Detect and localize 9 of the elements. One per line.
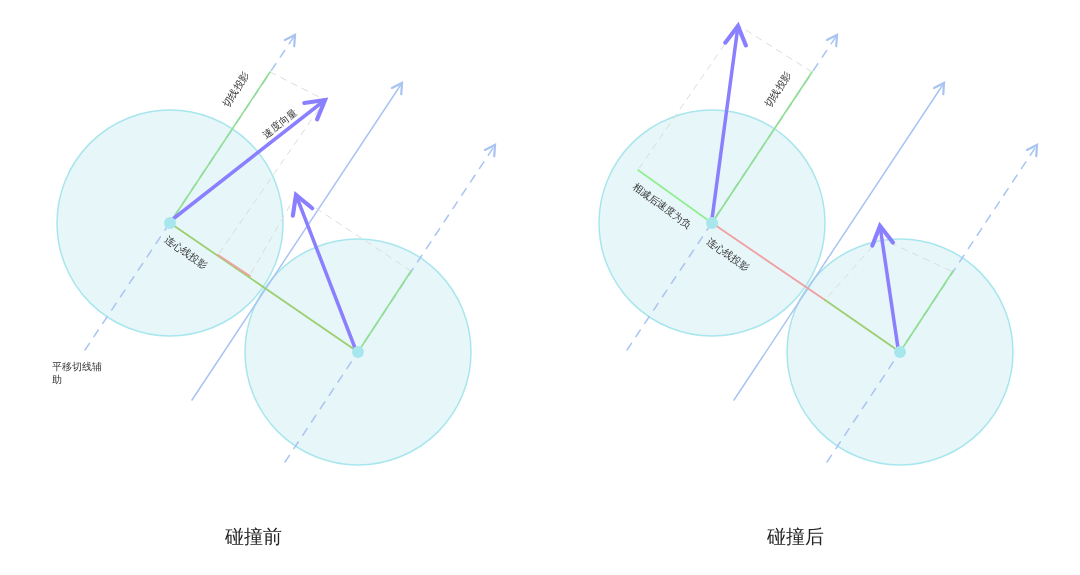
note-text: 相减后速度为负 <box>629 179 695 231</box>
projection-label: 连心线投影 <box>161 232 211 272</box>
projection-label: 切线投影 <box>761 68 795 110</box>
caption: 碰撞后 <box>766 523 824 549</box>
projection-label: 切线投影 <box>219 68 253 110</box>
projection-label: 连心线投影 <box>703 234 753 274</box>
vector-label: 速度向量 <box>260 105 300 141</box>
note-text: 平移切线辅助 <box>52 360 103 386</box>
caption: 碰撞前 <box>224 523 282 549</box>
